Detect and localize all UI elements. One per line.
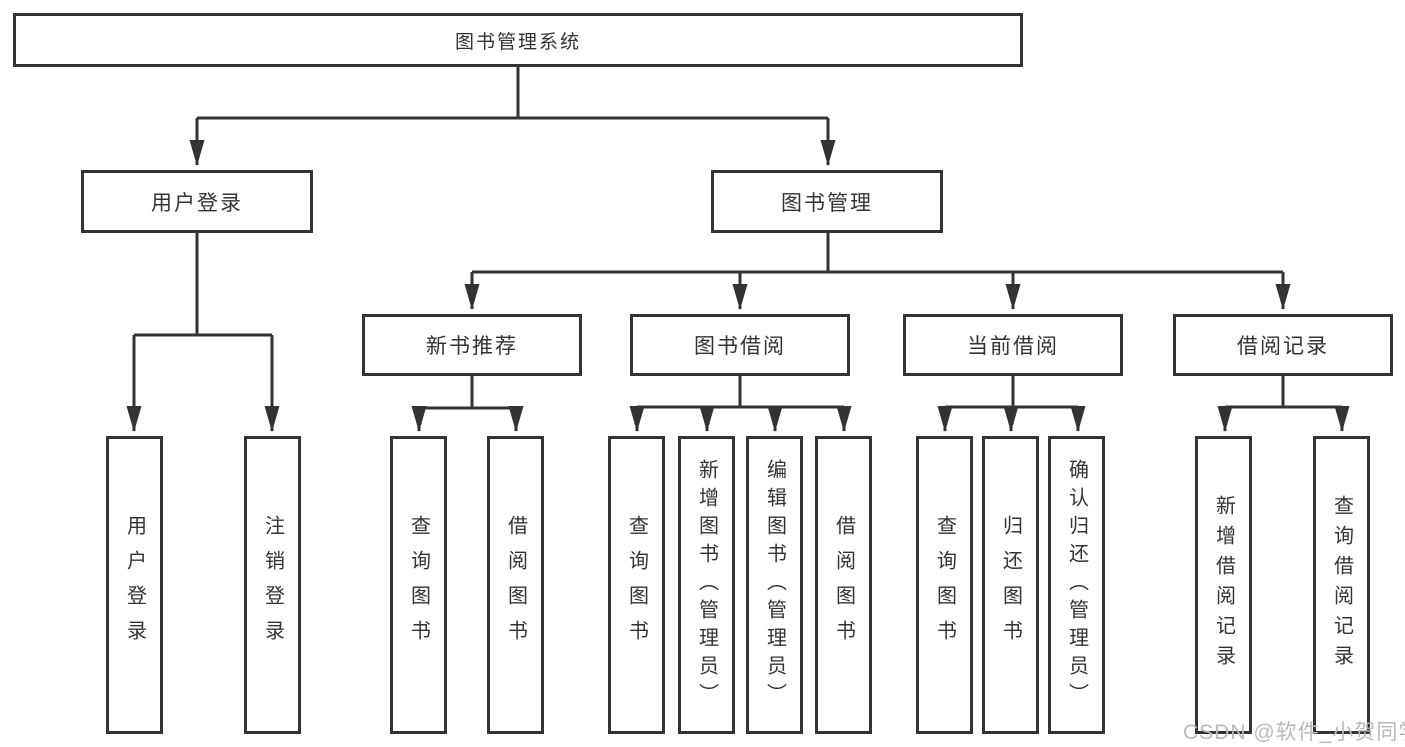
leaf-nb-query-books-label: 查询图书 xyxy=(407,515,430,655)
leaf-user-login: 用户登录 xyxy=(106,436,163,734)
leaf-bb-query-books: 查询图书 xyxy=(608,436,665,734)
leaf-bb-edit-books-admin-label: 编辑图书（管理员） xyxy=(763,459,786,711)
leaf-nb-borrow-books: 借阅图书 xyxy=(487,436,544,734)
leaf-nb-query-books: 查询图书 xyxy=(390,436,447,734)
leaf-bb-edit-books-admin: 编辑图书（管理员） xyxy=(746,436,803,734)
leaf-cb-return-books-label: 归还图书 xyxy=(999,515,1022,655)
leaf-bb-add-books-admin-label: 新增图书（管理员） xyxy=(695,459,718,711)
node-book-borrow-label: 图书借阅 xyxy=(694,335,786,358)
node-book-management: 图书管理 xyxy=(711,170,943,233)
leaf-br-add-record: 新增借阅记录 xyxy=(1195,436,1252,734)
leaf-bb-borrow-books-label: 借阅图书 xyxy=(832,515,855,655)
leaf-br-add-record-label: 新增借阅记录 xyxy=(1212,495,1235,675)
csdn-watermark: CSDN @软件_小贺同学 xyxy=(1183,721,1405,744)
node-book-management-label: 图书管理 xyxy=(781,191,873,215)
node-current-borrow: 当前借阅 xyxy=(903,314,1123,376)
node-user-login: 用户登录 xyxy=(81,170,313,233)
connector-current-borrow-stem xyxy=(945,376,1078,409)
connector-root-stem xyxy=(197,67,828,120)
connector-new-book-stem xyxy=(419,376,516,410)
connector-book-borrow-stem xyxy=(637,376,844,409)
leaf-user-login-label: 用户登录 xyxy=(123,515,146,655)
leaf-br-query-record-label: 查询借阅记录 xyxy=(1330,495,1353,675)
node-root-system-label: 图书管理系统 xyxy=(454,31,581,53)
leaf-cb-query-books-label: 查询图书 xyxy=(933,515,956,655)
leaf-br-query-record: 查询借阅记录 xyxy=(1313,436,1370,734)
leaf-bb-add-books-admin: 新增图书（管理员） xyxy=(678,436,735,734)
leaf-cb-return-books: 归还图书 xyxy=(982,436,1039,734)
node-new-book-recommend-label: 新书推荐 xyxy=(426,335,518,358)
connector-borrow-records-stem xyxy=(1225,376,1342,409)
connector-user-login-stem xyxy=(134,233,272,337)
node-root-system: 图书管理系统 xyxy=(13,13,1023,67)
leaf-bb-borrow-books: 借阅图书 xyxy=(815,436,872,734)
node-book-borrow: 图书借阅 xyxy=(630,314,850,376)
leaf-cb-confirm-return-admin-label: 确认归还（管理员） xyxy=(1065,459,1088,711)
leaf-bb-query-books-label: 查询图书 xyxy=(625,515,648,655)
node-borrow-records-label: 借阅记录 xyxy=(1237,335,1329,358)
leaf-cb-query-books: 查询图书 xyxy=(916,436,973,734)
leaf-logout-label: 注销登录 xyxy=(261,515,284,655)
node-user-login-label: 用户登录 xyxy=(151,191,243,215)
node-current-borrow-label: 当前借阅 xyxy=(967,335,1059,358)
node-new-book-recommend: 新书推荐 xyxy=(362,314,582,376)
connector-book-management-stem xyxy=(472,233,1283,274)
leaf-cb-confirm-return-admin: 确认归还（管理员） xyxy=(1048,436,1105,734)
node-borrow-records: 借阅记录 xyxy=(1173,314,1393,376)
leaf-logout: 注销登录 xyxy=(244,436,301,734)
leaf-nb-borrow-books-label: 借阅图书 xyxy=(504,515,527,655)
